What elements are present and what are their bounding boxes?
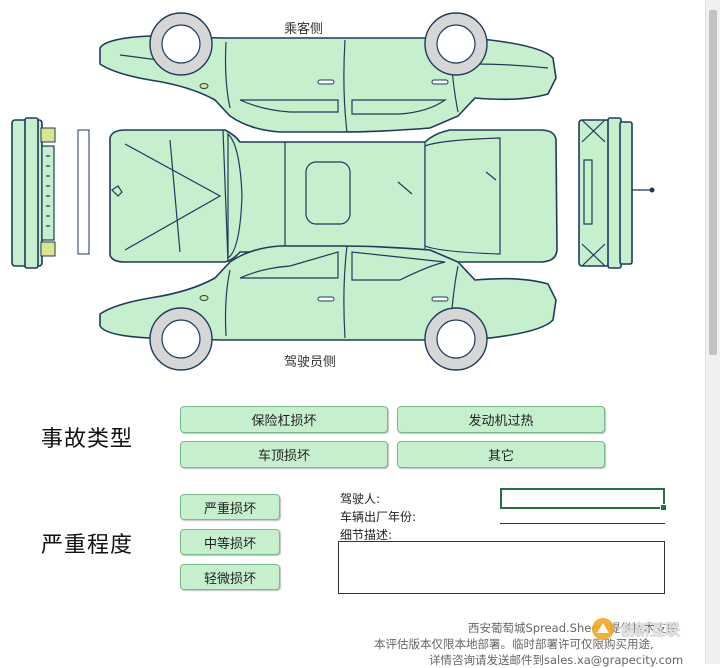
minor-damage-button[interactable]: 轻微损坏 bbox=[180, 564, 280, 590]
top-view[interactable] bbox=[109, 129, 558, 263]
driver-side-label: 驾驶员侧 bbox=[284, 355, 337, 370]
description-label: 细节描述: bbox=[340, 528, 393, 542]
car-damage-diagram[interactable]: .body { fill:#c6efce; stroke:#1f3a5c; st… bbox=[0, 0, 705, 380]
footer-contact: 详情咨询请发送邮件到sales.xa@grapecity.com bbox=[429, 653, 684, 667]
watermark: 创新互联 bbox=[590, 616, 680, 642]
accident-type-title: 事故类型 bbox=[41, 427, 134, 452]
driver-side-view[interactable] bbox=[99, 245, 557, 371]
description-textarea[interactable] bbox=[338, 541, 665, 594]
driver-label: 驾驶人: bbox=[340, 492, 381, 506]
watermark-logo-icon bbox=[592, 618, 614, 640]
engine-overheat-button[interactable]: 发动机过热 bbox=[397, 406, 605, 433]
vehicle-year-label: 车辆出厂年份: bbox=[340, 510, 417, 524]
fill-handle[interactable] bbox=[660, 504, 667, 511]
passenger-side-label: 乘客侧 bbox=[284, 22, 324, 37]
watermark-text: 创新互联 bbox=[620, 620, 681, 639]
rear-end-view[interactable] bbox=[578, 117, 655, 269]
scrollbar-thumb[interactable] bbox=[709, 10, 717, 355]
driver-input[interactable] bbox=[500, 488, 667, 511]
vertical-scrollbar[interactable] bbox=[705, 0, 720, 664]
footer-license: 本评估版本仅限本地部署。临时部署许可仅限购买用途, bbox=[374, 637, 654, 651]
moderate-damage-button[interactable]: 中等损坏 bbox=[180, 529, 280, 555]
roof-damage-button[interactable]: 车顶损坏 bbox=[180, 441, 388, 468]
footer-support: 西安葡萄城Spread.Sheets提供技术支持 bbox=[468, 621, 678, 635]
front-end-view[interactable] bbox=[11, 117, 90, 269]
vehicle-year-input[interactable] bbox=[500, 523, 665, 524]
bumper-damage-button[interactable]: 保险杠损坏 bbox=[180, 406, 388, 433]
severe-damage-button[interactable]: 严重损坏 bbox=[180, 494, 280, 520]
other-button[interactable]: 其它 bbox=[397, 441, 605, 468]
passenger-side-view[interactable] bbox=[99, 12, 557, 133]
driver-input-value bbox=[502, 494, 505, 508]
severity-title: 严重程度 bbox=[41, 533, 134, 558]
